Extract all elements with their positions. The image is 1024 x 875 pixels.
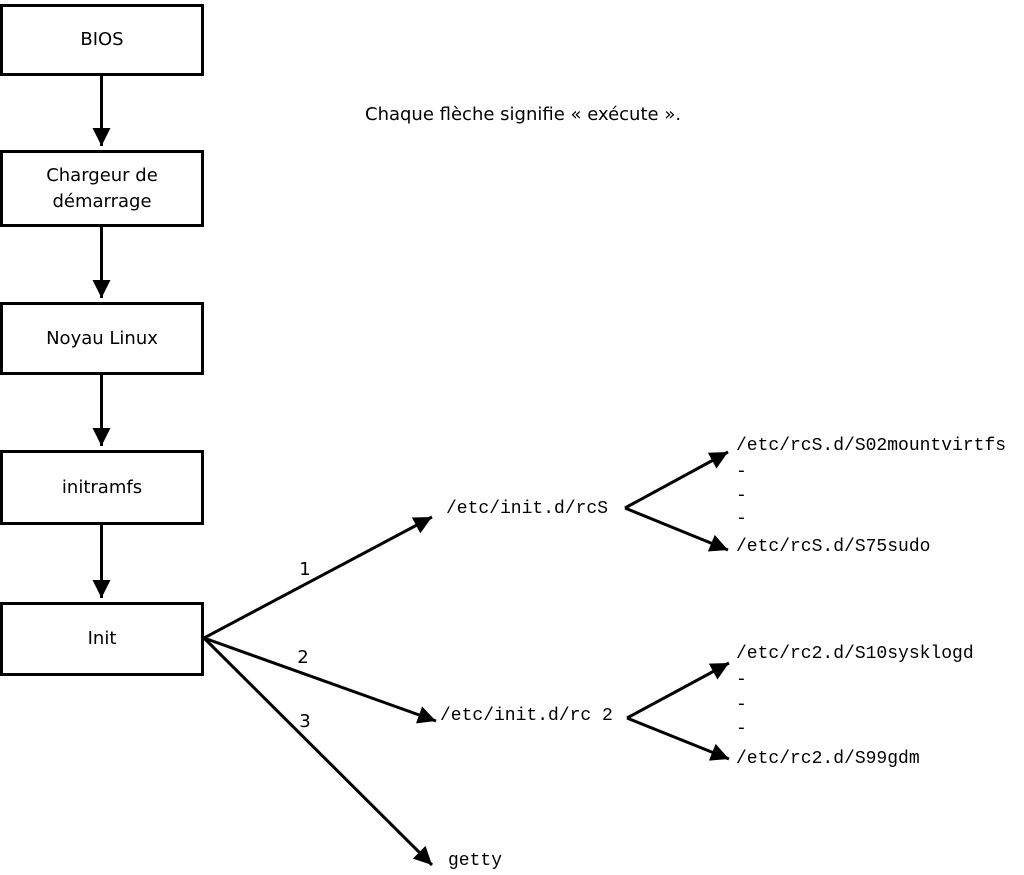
rc2-child-s99gdm: /etc/rc2.d/S99gdm: [736, 749, 920, 769]
box-initramfs-label: initramfs: [61, 476, 143, 498]
arrow-rcs-to-s02mountvirtfs: [624, 450, 729, 510]
legend-caption: Chaque flèche signifie « exécute ».: [365, 104, 682, 125]
rcs-child-s75sudo: /etc/rcS.d/S75sudo: [736, 537, 931, 557]
rc2-child-s10sysklogd: /etc/rc2.d/S10sysklogd: [736, 644, 974, 664]
rcs-child-s02mountvirtfs: /etc/rcS.d/S02mountvirtfs: [736, 436, 1007, 456]
box-init: Init: [0, 602, 204, 676]
branch-1-number: 1: [299, 559, 311, 580]
box-kernel-label: Noyau Linux: [46, 327, 158, 349]
arrow-init-to-rcs: [203, 515, 433, 640]
box-init-label: Init: [87, 628, 117, 650]
rcs-child-ellipsis-dash: -: [736, 509, 747, 529]
rcs-child-ellipsis-dash: -: [736, 462, 747, 482]
node-init-d-rc2: /etc/init.d/rc 2: [440, 706, 613, 726]
arrow-rc2-to-s10sysklogd: [626, 661, 730, 720]
box-bootloader: Chargeur de démarrage: [0, 150, 204, 227]
rc2-child-ellipsis-dash: -: [736, 695, 747, 715]
arrow-init-to-rc2: [203, 636, 437, 724]
box-bios: BIOS: [0, 4, 204, 76]
rc2-child-ellipsis-dash: -: [736, 719, 747, 739]
rc2-child-ellipsis-dash: -: [736, 670, 747, 690]
node-getty: getty: [448, 851, 503, 871]
arrow-init-to-getty: [202, 636, 434, 867]
branch-2-number: 2: [297, 647, 309, 668]
box-initramfs: initramfs: [0, 450, 204, 525]
branch-3-number: 3: [299, 711, 311, 732]
box-bios-label: BIOS: [80, 29, 124, 51]
rcs-child-ellipsis-dash: -: [736, 486, 747, 506]
box-kernel: Noyau Linux: [0, 302, 204, 375]
arrow-rc2-to-s99gdm: [626, 716, 730, 761]
node-init-d-rcs: /etc/init.d/rcS: [446, 499, 609, 519]
arrow-rcs-to-s75sudo: [624, 506, 729, 552]
box-bootloader-label: Chargeur de démarrage: [46, 165, 158, 212]
